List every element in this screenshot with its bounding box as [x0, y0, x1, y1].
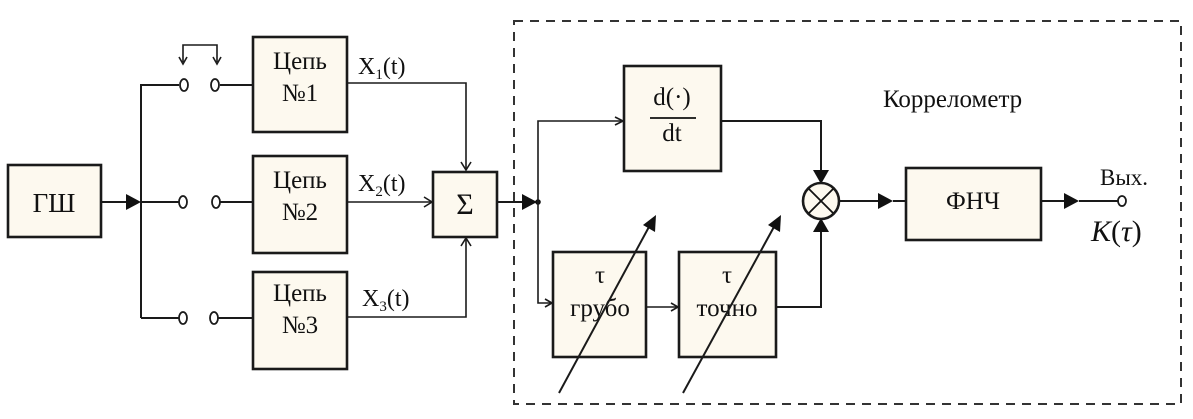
paren-open: ( [1111, 215, 1121, 248]
multiplier-cross-b [808, 188, 834, 214]
correlometer-label: Коррелометр [883, 86, 1022, 113]
noise-generator-block: ГШ [6, 163, 103, 239]
jumper-arrow-right [212, 56, 222, 66]
delay-fine-symbol: τ [722, 262, 732, 289]
circuit-2-block: Цепь №2 [251, 154, 349, 255]
jumper-arrow-left [178, 56, 188, 66]
noise-generator-label: ГШ [33, 188, 76, 218]
switch-3-contact-left [178, 311, 188, 325]
output-function-label: K(τ) [1090, 215, 1142, 248]
switch-2-contact-left [178, 195, 188, 209]
signal-x1-label: X1(t) [358, 54, 406, 83]
switch-1-contact-left [179, 78, 189, 92]
arrow-mult-to-lpf [878, 193, 893, 209]
delay-fine-label: точно [697, 295, 758, 322]
delay-fine-block: τ точно [677, 250, 778, 359]
output-terminal[interactable] [1117, 195, 1127, 207]
switch-3-contact-right [209, 311, 219, 325]
circuit-2-title: Цепь [273, 167, 327, 194]
circuit-2-number: №2 [282, 199, 318, 226]
wire-to-coarse-delay [537, 202, 552, 304]
summator-block: Σ [431, 170, 499, 239]
wire-x1-to-sum [347, 82, 467, 170]
differentiator-denominator: dt [662, 120, 682, 147]
wire-to-differentiator [537, 120, 623, 202]
lpf-label: ФНЧ [946, 188, 1000, 215]
switch-1-contact-right [210, 78, 220, 92]
switch-3[interactable] [178, 311, 219, 325]
circuit-1-block: Цепь №1 [251, 35, 349, 134]
circuit-1-number: №1 [282, 80, 318, 107]
delay-coarse-block: τ грубо [551, 250, 648, 359]
summator-symbol: Σ [456, 188, 473, 221]
circuit-3-title: Цепь [273, 280, 327, 307]
paren-close: ) [1132, 215, 1142, 248]
multiplier-block [801, 181, 841, 221]
signal-x2-label: X2(t) [358, 171, 406, 200]
arrow-lpf-out [1064, 193, 1079, 209]
adjust-line-fine [682, 224, 776, 394]
circuit-3-number: №3 [282, 312, 318, 339]
circuit-1-title: Цепь [273, 48, 327, 75]
circuit-3-block: Цепь №3 [251, 270, 349, 371]
differentiator-numerator: d(·) [653, 84, 690, 111]
wire-fine-to-mult [776, 230, 822, 308]
differentiator-block: d(·) dt [622, 64, 723, 173]
switch-2-contact-right [211, 195, 221, 209]
correlometer-boundary [513, 20, 1182, 405]
wire-x3-to-sum [347, 238, 467, 318]
delay-coarse-symbol: τ [595, 262, 605, 289]
switch-jumper [182, 44, 218, 62]
arrow-diff-to-mult [813, 170, 829, 184]
adjust-arrow-fine-icon[interactable] [768, 215, 781, 232]
adjust-line-coarse [558, 224, 651, 394]
wire-diff-to-mult [721, 120, 822, 172]
arrow-generator-out [126, 194, 141, 210]
output-label: Вых. [1100, 165, 1148, 190]
signal-x3-label: X3(t) [362, 286, 410, 315]
adjust-arrow-coarse-icon[interactable] [643, 215, 656, 232]
arrow-fine-to-mult [813, 218, 829, 232]
arrow-sum-out [522, 194, 537, 210]
switch-1[interactable] [178, 44, 222, 92]
arrow-x1 [460, 161, 472, 172]
switch-2[interactable] [178, 195, 221, 209]
lpf-block: ФНЧ [904, 166, 1043, 242]
